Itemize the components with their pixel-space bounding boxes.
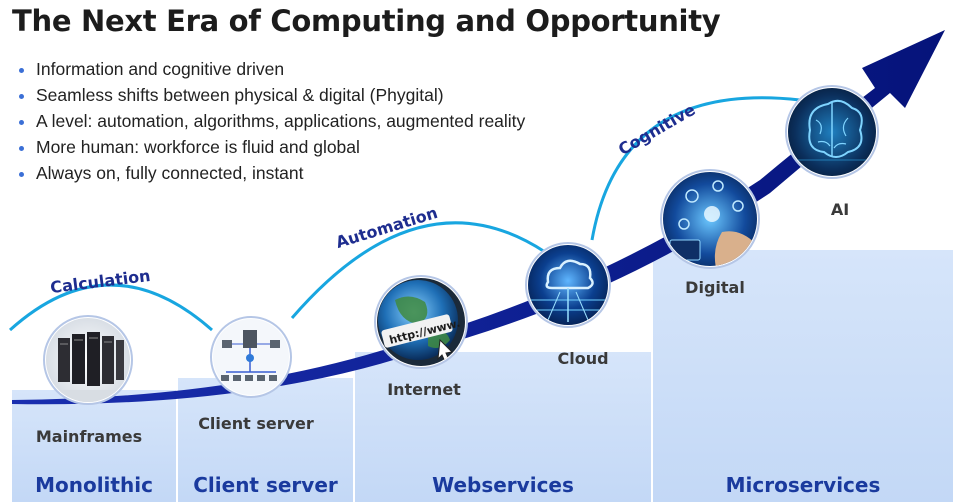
tech-label-cloud: Cloud	[557, 349, 609, 368]
arc-cognitive	[590, 96, 801, 241]
era-label-monolithic: Monolithic	[35, 473, 153, 497]
ai-icon	[785, 85, 879, 179]
tech-label-digital: Digital	[685, 278, 745, 297]
slide-title: The Next Era of Computing and Opportunit…	[12, 4, 721, 38]
arc-calculation	[8, 283, 213, 332]
bullet-list: Information and cognitive driven Seamles…	[18, 56, 525, 186]
mainframes-icon	[43, 315, 133, 405]
bullet-item: Seamless shifts between physical & digit…	[36, 82, 525, 108]
client-server-icon	[210, 316, 292, 398]
bullet-item: Information and cognitive driven	[36, 56, 525, 82]
band-webservices	[355, 352, 651, 502]
era-label-microservices: Microservices	[725, 473, 881, 497]
arc-automation	[290, 221, 546, 319]
internet-icon: http://www.	[374, 275, 468, 369]
phase-arcs	[8, 96, 801, 332]
bullet-item: Always on, fully connected, instant	[36, 160, 525, 186]
tech-label-internet: Internet	[387, 380, 461, 399]
bullet-item: A level: automation, algorithms, applica…	[36, 108, 525, 134]
era-label-client-server: Client server	[193, 473, 338, 497]
growth-arrow	[12, 30, 945, 405]
band-microservices	[653, 250, 953, 502]
tech-label-ai: AI	[830, 200, 850, 219]
band-monolithic	[12, 390, 176, 502]
era-label-webservices: Webservices	[432, 473, 574, 497]
digital-icon	[660, 169, 760, 269]
cloud-icon	[525, 242, 611, 328]
tech-label-mainframes: Mainframes	[35, 427, 143, 446]
band-client-server	[178, 378, 353, 502]
tech-label-client-server: Client server	[198, 414, 314, 433]
era-bands	[12, 250, 953, 502]
bullet-item: More human: workforce is fluid and globa…	[36, 134, 525, 160]
